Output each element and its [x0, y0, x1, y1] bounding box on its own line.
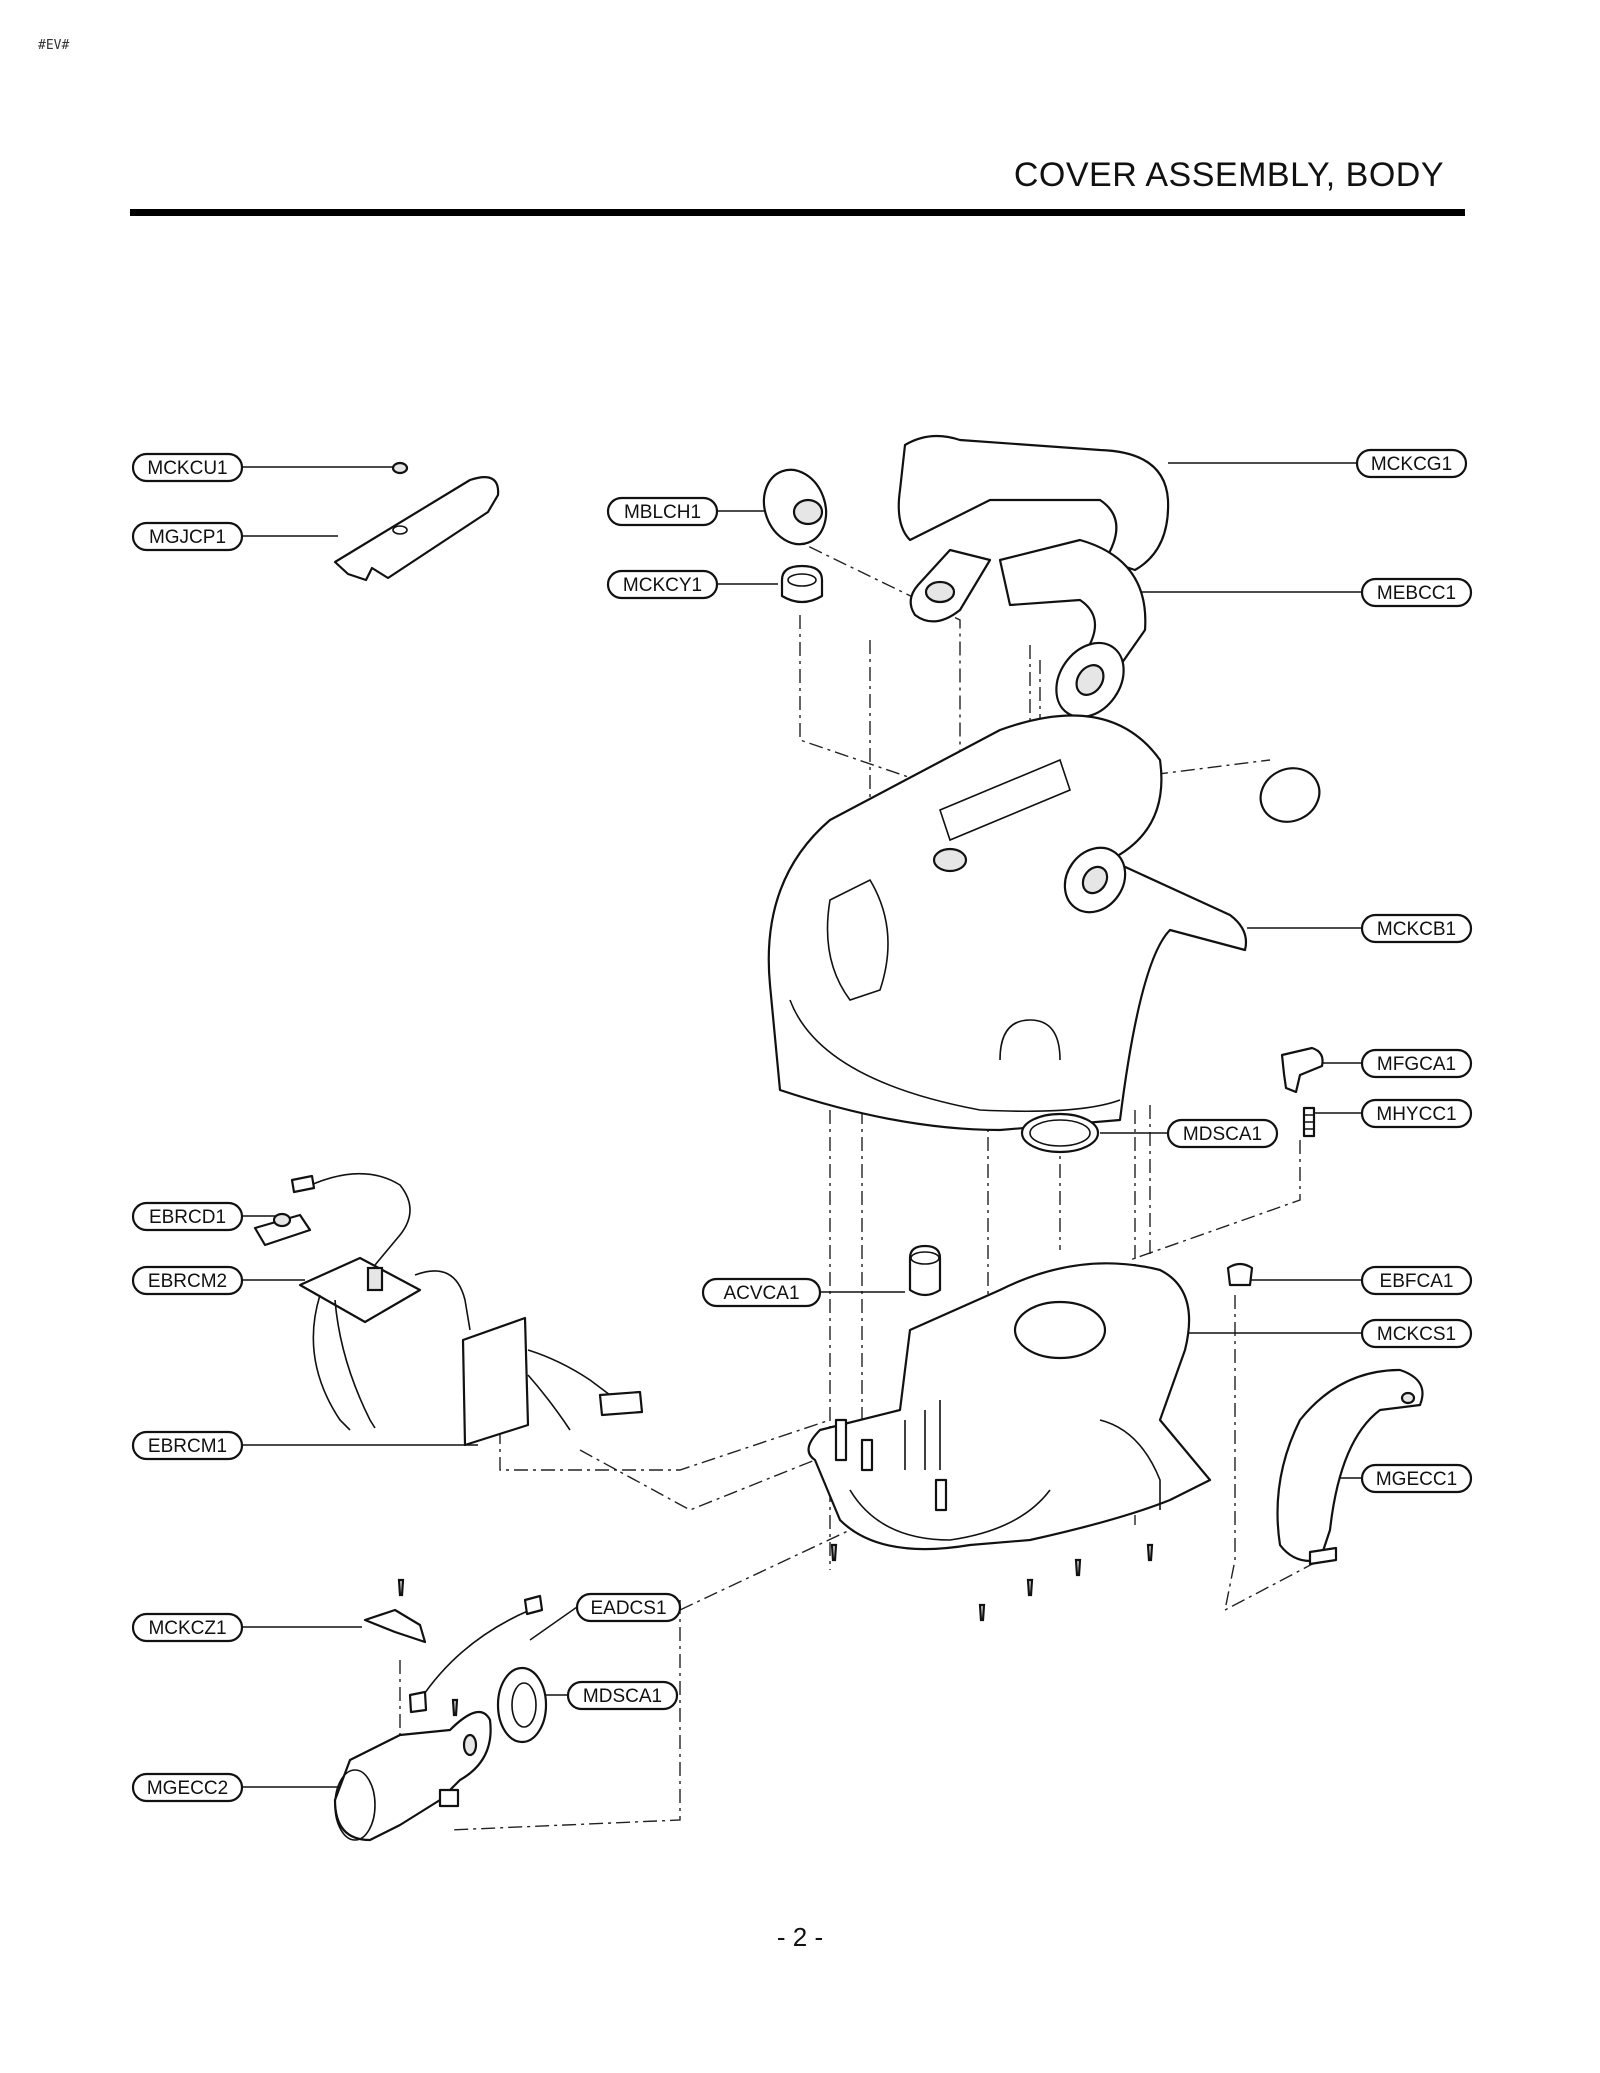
handle-lower-part [998, 538, 1147, 719]
callout-label: MEBCC1 [1377, 583, 1456, 604]
callout-label: MCKCZ1 [148, 1618, 226, 1639]
callout-ACVCA1: ACVCA1 [701, 1277, 822, 1308]
callout-EBRCM1: EBRCM1 [131, 1430, 244, 1461]
small-circuit-board-part [253, 1172, 411, 1266]
callout-EADCS1: EADCS1 [575, 1592, 682, 1623]
callout-MBLCH1: MBLCH1 [606, 496, 719, 527]
callout-label: EBRCM2 [148, 1271, 227, 1292]
callout-label: MCKCY1 [623, 575, 702, 596]
sensor-cable-part [408, 1594, 544, 1714]
callout-MGECC1: MGECC1 [1360, 1463, 1473, 1494]
top-handle-part [897, 434, 1170, 623]
page-title: COVER ASSEMBLY, BODY [1013, 156, 1444, 194]
handle-cover-part [333, 476, 500, 582]
callout-label: MGECC1 [1376, 1469, 1457, 1490]
body-cover-part [767, 714, 1248, 1132]
callout-label: MDSCA1 [583, 1686, 662, 1707]
callout-MCKCB1: MCKCB1 [1360, 913, 1473, 944]
callout-MCKCS1: MCKCS1 [1360, 1318, 1473, 1349]
callout-label: MCKCB1 [1377, 919, 1456, 940]
circuit-board-part [298, 1256, 471, 1431]
spring-part [1302, 1106, 1316, 1138]
latch-part [1280, 1046, 1324, 1094]
callout-MGJCP1: MGJCP1 [131, 521, 244, 552]
callout-leader-lines [242, 462, 1362, 1788]
callout-MGECC2: MGECC2 [131, 1772, 244, 1803]
callout-label: ACVCA1 [723, 1283, 799, 1304]
lower-duct-part [333, 1710, 492, 1842]
callout-MEBCC1: MEBCC1 [1360, 577, 1473, 608]
side-cap-part [1259, 767, 1321, 823]
callout-MHYCC1: MHYCC1 [1360, 1098, 1473, 1129]
callout-MCKCG1: MCKCG1 [1355, 448, 1468, 479]
callout-label: MGECC2 [147, 1778, 228, 1799]
callout-label: MCKCS1 [1377, 1324, 1456, 1345]
callout-label: MHYCC1 [1376, 1104, 1456, 1125]
callout-label: MCKCU1 [147, 458, 227, 479]
callout-MDSCA1-bottom: MDSCA1 [566, 1680, 679, 1711]
gasket-ring-top-part [1020, 1112, 1100, 1154]
title-rule [130, 209, 1465, 216]
screws [397, 1543, 1154, 1717]
callout-label: EBRCM1 [148, 1436, 227, 1457]
ring-part [780, 564, 824, 604]
page-number: - 2 - [776, 1922, 824, 1952]
callout-label: EADCS1 [590, 1598, 666, 1619]
curved-duct-part [1276, 1368, 1424, 1566]
callout-label: EBRCD1 [149, 1207, 226, 1228]
callout-EBFCA1: EBFCA1 [1360, 1265, 1473, 1296]
fitting-part [1226, 1262, 1254, 1287]
callout-label: MGJCP1 [149, 527, 226, 548]
control-module-part [461, 1316, 644, 1447]
main-housing-part [807, 1262, 1212, 1551]
callout-EBRCM2: EBRCM2 [131, 1265, 244, 1296]
callout-MCKCU1: MCKCU1 [131, 452, 244, 483]
callout-label: MFGCA1 [1377, 1054, 1456, 1075]
callout-label: MCKCG1 [1371, 454, 1452, 475]
document-tag: #EV# [38, 38, 70, 53]
callout-label: MDSCA1 [1183, 1124, 1262, 1145]
callout-MFGCA1: MFGCA1 [1360, 1048, 1473, 1079]
gasket-ring-bottom-part [496, 1666, 548, 1744]
callout-EBRCD1: EBRCD1 [131, 1201, 244, 1232]
callout-label: MBLCH1 [624, 502, 701, 523]
assembly-guide-lines [399, 534, 1321, 1831]
bracket-part [363, 1608, 427, 1644]
callout-label: EBFCA1 [1380, 1271, 1454, 1292]
callout-MCKCZ1: MCKCZ1 [131, 1612, 244, 1643]
callout-MDSCA1-top: MDSCA1 [1166, 1118, 1279, 1149]
cap-part [391, 461, 409, 475]
button-disc-part [762, 468, 828, 546]
valve-part [908, 1244, 942, 1297]
callout-MCKCY1: MCKCY1 [606, 569, 719, 600]
